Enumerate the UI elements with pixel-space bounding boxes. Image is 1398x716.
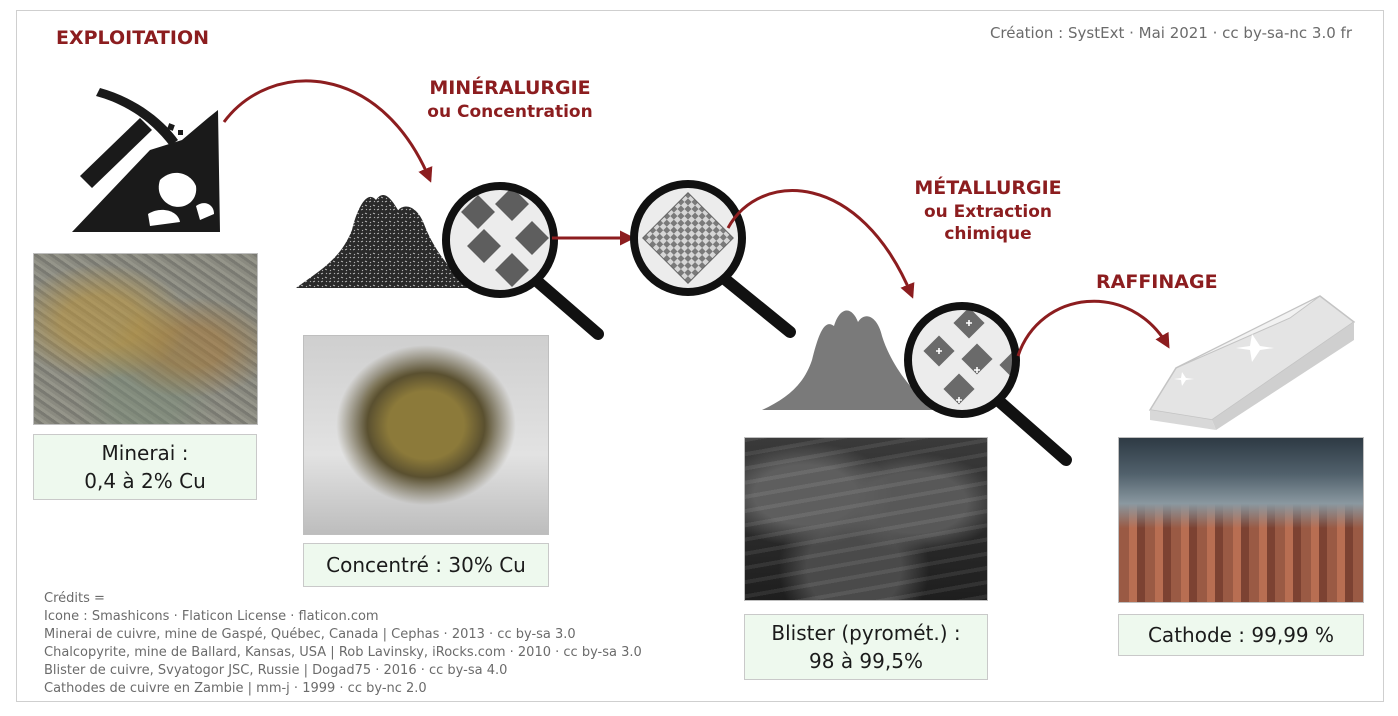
stage-title-mineralurgie: MINÉRALURGIE ou Concentration xyxy=(410,76,610,123)
label-blister: Blister (pyromét.) : 98 à 99,5% xyxy=(744,614,988,680)
label-cathode: Cathode : 99,99 % xyxy=(1118,614,1364,656)
stage-title-exploitation: EXPLOITATION xyxy=(56,27,210,49)
concentre-photo xyxy=(303,335,549,535)
curved-arrow-icon xyxy=(726,189,915,299)
minerai-photo xyxy=(33,253,258,425)
label-minerai-line2: 0,4 à 2% Cu xyxy=(84,469,206,493)
credits-line: Chalcopyrite, mine de Ballard, Kansas, U… xyxy=(44,645,642,660)
blister-photo xyxy=(744,437,988,601)
magnifier-icon xyxy=(442,182,604,340)
copper-ingot-icon xyxy=(1148,295,1356,430)
credits-line: Icone : Smashicons · Flaticon License · … xyxy=(44,609,379,624)
pickaxe-rock-icon xyxy=(72,88,220,232)
curved-arrow-icon xyxy=(1016,299,1170,357)
credits-block: Crédits = Icone : Smashicons · Flaticon … xyxy=(44,590,642,698)
stage-title-metallurgie-line1: MÉTALLURGIE xyxy=(914,177,1062,199)
stage-title-raffinage: RAFFINAGE xyxy=(1096,271,1218,293)
creation-credit: Création : SystExt · Mai 2021 · cc by-sa… xyxy=(989,24,1352,42)
stage-title-mineralurgie-line1: MINÉRALURGIE xyxy=(429,77,591,99)
stage-title-metallurgie: MÉTALLURGIE ou Extraction chimique xyxy=(888,176,1088,245)
credits-line: Minerai de cuivre, mine de Gaspé, Québec… xyxy=(44,627,576,642)
curved-arrow-icon xyxy=(222,79,433,183)
label-blister-line2: 98 à 99,5% xyxy=(809,649,923,673)
label-blister-line1: Blister (pyromét.) : xyxy=(771,621,961,645)
stage-title-metallurgie-line2: ou Extraction xyxy=(923,201,1053,222)
credits-line: Blister de cuivre, Svyatogor JSC, Russie… xyxy=(44,663,508,678)
label-minerai-line1: Minerai : xyxy=(101,441,189,465)
magnifier-icon xyxy=(904,302,1072,466)
credits-line: Cathodes de cuivre en Zambie | mm-j · 19… xyxy=(44,681,427,696)
cathode-photo xyxy=(1118,437,1364,603)
ore-pile-icon xyxy=(296,194,470,288)
stage-title-mineralurgie-line2: ou Concentration xyxy=(427,101,593,122)
stage-title-metallurgie-line3: chimique xyxy=(944,223,1032,244)
ore-pile-icon xyxy=(762,310,940,410)
label-minerai: Minerai : 0,4 à 2% Cu xyxy=(33,434,257,500)
label-concentre: Concentré : 30% Cu xyxy=(303,543,549,587)
magnifier-icon xyxy=(630,180,796,338)
credits-title: Crédits = xyxy=(44,591,105,606)
gem-crystal-icon xyxy=(642,192,734,284)
